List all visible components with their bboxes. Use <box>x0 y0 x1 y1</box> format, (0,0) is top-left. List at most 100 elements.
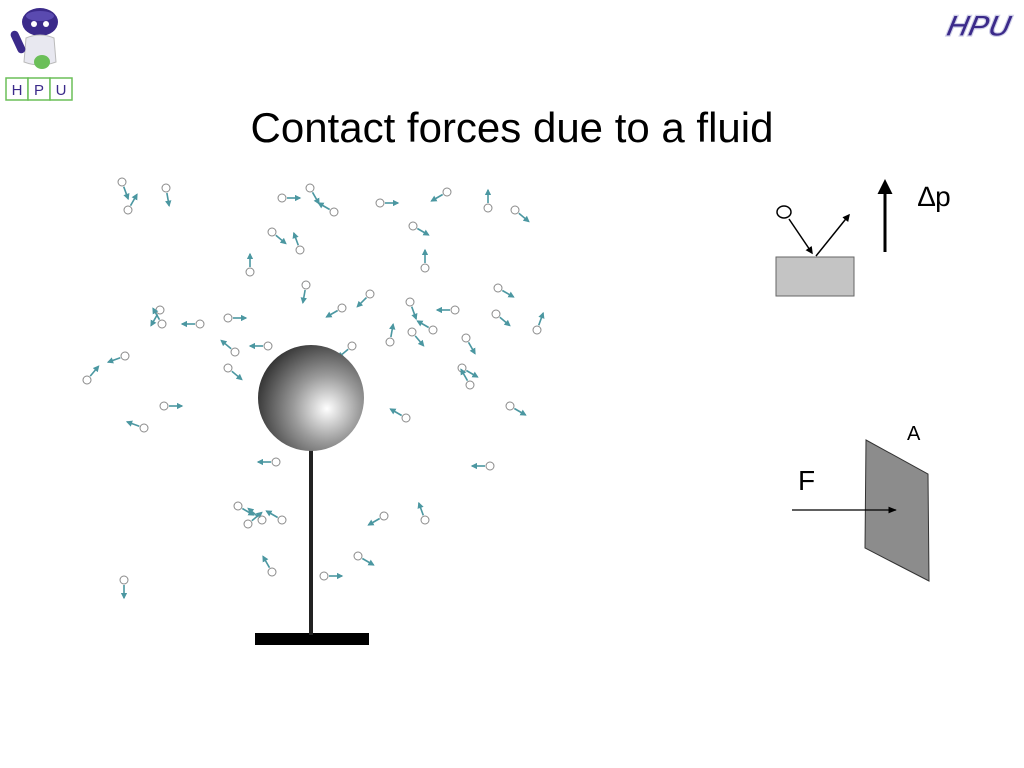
molecule-circle <box>420 263 430 273</box>
molecule-circle <box>379 511 389 521</box>
molecule-circle <box>465 380 475 390</box>
molecule-arrow <box>416 227 430 236</box>
molecule-circle <box>245 267 255 277</box>
molecule <box>265 510 287 525</box>
molecule-arrow <box>165 192 172 207</box>
molecule <box>420 248 430 273</box>
molecule-arrow <box>220 339 232 350</box>
molecule-circle <box>483 203 493 213</box>
molecule-circle <box>277 193 287 203</box>
molecule <box>300 280 311 304</box>
molecule-circle <box>407 327 417 337</box>
molecule <box>305 183 320 205</box>
molecule-circle <box>277 515 287 525</box>
molecule-arrow <box>414 335 425 347</box>
logo-letter-u: U <box>56 82 67 99</box>
molecule-circle <box>491 309 501 319</box>
molecule-arrow <box>416 320 430 329</box>
molecule-arrow <box>465 369 479 378</box>
molecule <box>247 507 267 525</box>
molecule-arrow <box>265 510 279 519</box>
molecule-circle <box>157 319 167 329</box>
molecule-circle <box>159 401 169 411</box>
molecule-circle <box>305 183 315 193</box>
delta-p-label: ∆p <box>918 181 951 212</box>
molecule <box>233 501 255 516</box>
molecule <box>417 501 430 525</box>
molecule-arrow <box>150 313 159 327</box>
hpu-logo: HPU <box>944 10 1016 44</box>
force-area-diagram: F A <box>792 423 930 582</box>
molecule <box>123 193 138 215</box>
molecule-circle <box>493 283 503 293</box>
molecule-arrow <box>501 289 515 298</box>
molecule <box>223 313 248 323</box>
molecule <box>256 457 281 467</box>
area-plate <box>864 439 930 582</box>
molecule <box>460 368 475 390</box>
incoming-arrow <box>788 218 813 255</box>
molecule-arrow <box>122 186 130 201</box>
molecule-arrow <box>325 309 339 318</box>
molecule-arrow <box>367 517 381 526</box>
molecule <box>430 187 452 202</box>
molecule-circle <box>428 325 438 335</box>
molecule-arrow <box>361 557 375 566</box>
molecule-circle <box>155 305 165 315</box>
molecule-circle <box>450 305 460 315</box>
molecule <box>292 231 305 255</box>
molecule-arrow <box>317 202 331 211</box>
molecule-circle <box>329 207 339 217</box>
molecule-circle <box>82 375 92 385</box>
molecule-arrow <box>262 555 271 569</box>
mascot-logo: H P U <box>5 8 73 101</box>
molecule <box>505 401 527 416</box>
molecule <box>356 289 375 308</box>
molecule-circle <box>337 303 347 313</box>
molecule-circle <box>230 347 240 357</box>
molecule <box>82 365 100 385</box>
wall-block <box>775 256 855 297</box>
molecule <box>470 461 495 471</box>
molecule-arrow <box>389 408 403 417</box>
molecule <box>385 323 396 347</box>
molecule-circle <box>408 221 418 231</box>
molecule-arrow <box>518 212 530 223</box>
molecule <box>223 363 243 381</box>
molecule <box>491 309 511 327</box>
area-label: A <box>907 423 921 445</box>
molecule <box>532 311 545 335</box>
molecule <box>319 571 344 581</box>
molecule <box>493 283 515 298</box>
logo-letter-h: H <box>12 82 23 99</box>
molecule-circle <box>195 319 205 329</box>
molecule-arrow <box>460 368 469 382</box>
molecule-circle <box>365 289 375 299</box>
molecule-circle <box>401 413 411 423</box>
molecule <box>461 333 476 355</box>
molecule-arrow <box>129 193 138 207</box>
molecule-circle <box>505 401 515 411</box>
molecule-circle <box>347 341 357 351</box>
molecule-arrow <box>417 501 425 516</box>
molecule <box>325 303 347 318</box>
ball <box>258 345 364 451</box>
molecule <box>267 227 287 245</box>
molecule <box>353 551 375 566</box>
molecule-arrow <box>275 234 287 245</box>
molecule <box>248 341 273 351</box>
molecule <box>220 339 240 357</box>
molecule-arrow <box>152 307 161 321</box>
molecule-arrow <box>125 420 140 428</box>
molecule <box>119 575 129 600</box>
molecule <box>483 188 493 213</box>
molecule <box>510 205 530 223</box>
molecule-circle <box>120 351 130 361</box>
fluid-molecules <box>82 177 545 600</box>
molecule <box>245 252 255 277</box>
molecule-circle <box>420 515 430 525</box>
molecule <box>262 555 277 577</box>
molecule-arrow <box>537 311 545 326</box>
molecule-arrow <box>430 193 444 202</box>
